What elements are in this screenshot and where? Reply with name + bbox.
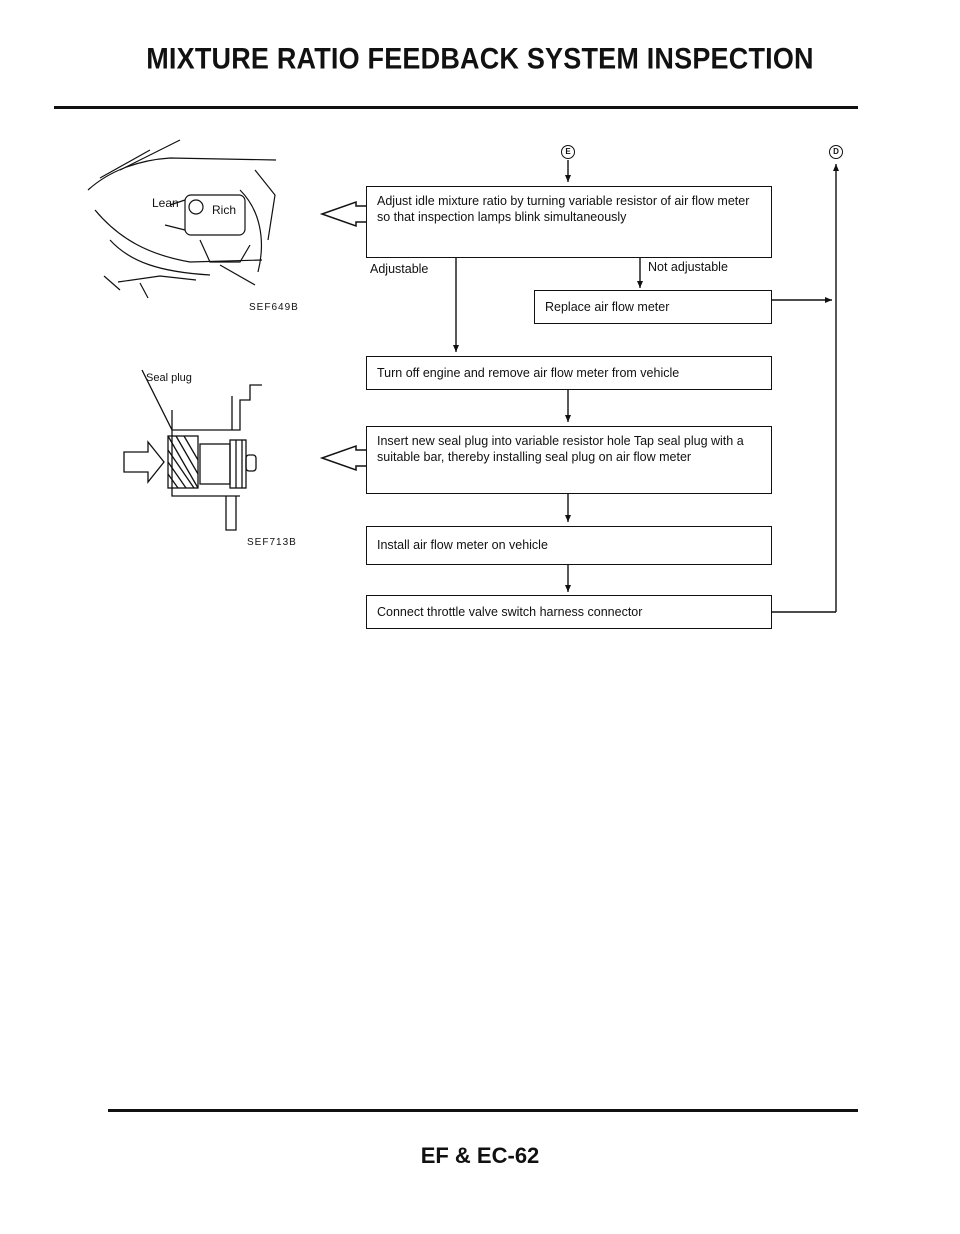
- top-rule: [54, 106, 858, 109]
- flow-step-adjust-text: Adjust idle mixture ratio by turning var…: [377, 194, 750, 224]
- figure-code-sef649b: SEF649B: [249, 302, 299, 313]
- figure-sef713b-drawing: [123, 369, 262, 531]
- flow-step-turn-off-text: Turn off engine and remove air flow mete…: [377, 366, 680, 380]
- flow-step-replace-text: Replace air flow meter: [545, 300, 670, 314]
- page-number: EF & EC-62: [420, 1143, 540, 1168]
- flow-step-connect: Connect throttle valve switch harness co…: [366, 595, 772, 629]
- not-adjustable-label: Not adjustable: [648, 260, 728, 274]
- connector-d-icon: D: [829, 145, 843, 159]
- rich-label: Rich: [212, 203, 237, 217]
- figure-sef649b-drawing: [87, 139, 277, 299]
- pointer-arrows: [319, 200, 368, 472]
- flow-step-install: Install air flow meter on vehicle: [366, 526, 772, 565]
- figure-code-sef713b: SEF713B: [247, 537, 297, 548]
- flow-step-connect-text: Connect throttle valve switch harness co…: [377, 605, 643, 619]
- bottom-rule: [108, 1109, 858, 1112]
- adjustable-label: Adjustable: [370, 262, 429, 276]
- connector-e-icon: E: [561, 145, 575, 159]
- flow-step-insert-text: Insert new seal plug into variable resis…: [377, 434, 744, 464]
- flow-step-insert: Insert new seal plug into variable resis…: [366, 426, 772, 494]
- seal-plug-label: Seal plug: [146, 372, 192, 384]
- flow-step-replace: Replace air flow meter: [534, 290, 772, 324]
- lean-label: Lean: [152, 196, 179, 210]
- flow-step-adjust: Adjust idle mixture ratio by turning var…: [366, 186, 772, 258]
- flow-step-install-text: Install air flow meter on vehicle: [377, 538, 548, 552]
- flow-step-turn-off: Turn off engine and remove air flow mete…: [366, 356, 772, 390]
- page-title: MIXTURE RATIO FEEDBACK SYSTEM INSPECTION: [146, 42, 814, 76]
